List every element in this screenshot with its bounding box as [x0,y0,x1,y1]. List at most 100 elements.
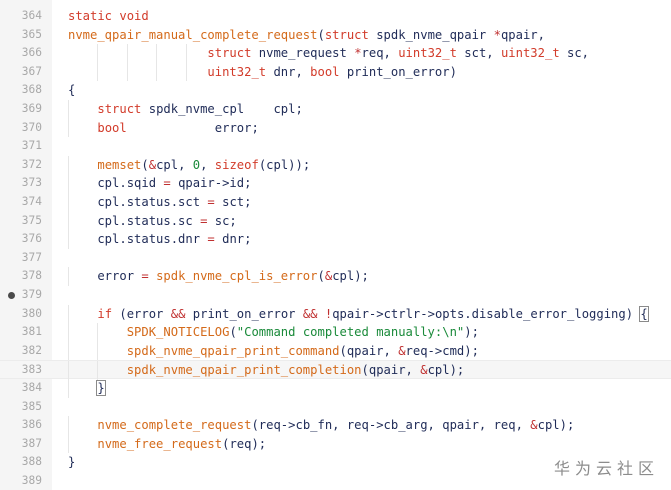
code-text[interactable]: } [68,379,106,398]
code-line[interactable]: 373 cpl.sqid = qpair->id; [0,174,671,193]
line-number[interactable]: 369 [21,102,42,115]
line-number[interactable]: 370 [21,120,42,134]
code-token: (cpl)); [258,157,311,172]
code-token: uint32_t [500,46,567,61]
code-line[interactable]: 368 { [0,81,671,100]
line-number[interactable]: 365 [21,27,42,41]
code-line[interactable]: 389 [0,472,671,490]
line-number[interactable]: 375 [21,213,42,227]
code-line[interactable]: 386 nvme_complete_request(req->cb_fn, re… [0,416,671,435]
code-text[interactable]: } [68,453,75,472]
code-text[interactable]: nvme_complete_request(req->cb_fn, req->c… [68,416,574,435]
line-number[interactable]: 372 [21,157,42,171]
code-text[interactable]: { [68,81,75,100]
code-token: memset [97,157,142,172]
code-token: && [170,306,186,321]
code-line[interactable]: 367 uint32_t dnr, bool print_on_error) [0,62,671,82]
indent-guide [68,100,69,119]
code-line[interactable]: 387 nvme_free_request(req); [0,434,671,454]
code-token: (qpair, [339,343,399,358]
code-token: sc; [207,213,237,228]
code-token: ( [141,157,149,172]
code-text[interactable]: uint32_t dnr, bool print_on_error) [68,63,456,82]
code-text[interactable]: memset(&cpl, 0, sizeof(cpl)); [68,156,310,175]
line-number[interactable]: 371 [21,139,42,153]
code-text[interactable]: spdk_nvme_qpair_print_command(qpair, &re… [68,342,479,361]
code-line[interactable]: 388} [0,453,671,472]
code-token: { [68,83,76,98]
indent-guide [97,341,99,361]
code-line[interactable]: 377 [0,249,671,268]
code-text[interactable]: cpl.status.sc = sc; [68,212,237,231]
line-number[interactable]: 384 [21,381,42,394]
line-number-gutter[interactable] [0,0,52,490]
code-line[interactable]: 383 spdk_nvme_qpair_print_completion(qpa… [0,360,671,380]
code-token: = [207,195,215,209]
line-number[interactable]: 387 [21,436,42,450]
line-number[interactable]: 381 [21,325,42,339]
code-token: cpl.status.sct [68,195,208,209]
line-number[interactable]: 389 [21,474,42,487]
code-text[interactable]: cpl.status.dnr = dnr; [68,230,251,249]
line-number[interactable]: 380 [21,306,42,320]
code-text[interactable]: cpl.status.sct = sct; [68,193,251,212]
code-token: cpl); [427,363,465,378]
line-number[interactable]: 378 [21,269,42,283]
code-text[interactable]: struct nvme_request *req, uint32_t sct, … [68,44,589,63]
code-token: & [398,343,406,358]
line-number[interactable]: 382 [21,343,42,357]
code-line[interactable]: 364 static void [0,7,671,26]
code-token: qpair->id; [170,176,252,191]
code-line[interactable]: 371 [0,137,671,156]
line-number[interactable]: 364 [21,9,42,22]
code-line[interactable]: 384 } [0,379,671,398]
line-number[interactable]: 385 [21,399,42,413]
code-line[interactable]: 376 cpl.status.dnr = dnr; [0,230,671,249]
code-line[interactable]: 378 error = spdk_nvme_cpl_is_error(&cpl)… [0,267,671,286]
code-token [68,158,97,172]
code-line[interactable]: 380 if (error && print_on_error && !qpai… [0,304,671,324]
line-number[interactable]: 374 [21,195,42,208]
code-line[interactable]: 374 cpl.status.sct = sct; [0,193,671,212]
line-number[interactable]: 373 [21,176,42,190]
code-text[interactable]: nvme_free_request(req); [68,435,266,454]
code-line[interactable]: 379 [0,286,671,305]
code-line[interactable]: 370 bool error; [0,118,671,138]
line-number[interactable]: 379 [21,288,42,301]
code-text[interactable]: static void [68,7,149,26]
line-number[interactable]: 383 [21,363,42,377]
code-token: ! [324,306,333,321]
breakpoint-icon[interactable] [8,292,15,299]
code-text[interactable]: cpl.sqid = qpair->id; [68,174,251,193]
line-number[interactable]: 368 [21,83,42,97]
code-line[interactable]: 382 spdk_nvme_qpair_print_command(qpair,… [0,341,671,361]
code-text[interactable]: SPDK_NOTICELOG("Command completed manual… [68,323,479,342]
code-line[interactable]: 369 struct spdk_nvme_cpl cpl; [0,100,671,119]
indent-guide [68,193,69,212]
code-line[interactable]: 366 struct nvme_request *req, uint32_t s… [0,44,671,63]
code-line[interactable]: 372 memset(&cpl, 0, sizeof(cpl)); [0,155,671,175]
line-number[interactable]: 377 [21,250,42,264]
line-number[interactable]: 367 [21,64,42,78]
line-number[interactable]: 376 [21,232,42,246]
code-text[interactable]: nvme_qpair_manual_complete_request(struc… [68,26,545,45]
code-text[interactable]: bool error; [68,119,258,138]
indent-guide [185,44,187,63]
code-text[interactable]: error = spdk_nvme_cpl_is_error(&cpl); [68,267,369,286]
code-text[interactable]: spdk_nvme_qpair_print_completion(qpair, … [68,361,465,380]
code-line[interactable]: 365 nvme_qpair_manual_complete_request(st… [0,26,671,45]
code-token: cpl.status.sc [68,213,201,228]
line-number[interactable]: 388 [21,455,42,469]
code-line[interactable]: 385 [0,398,671,417]
code-text[interactable]: if (error && print_on_error && !qpair->c… [68,305,649,324]
line-number[interactable]: 386 [21,418,42,432]
line-number[interactable]: 366 [21,46,42,60]
code-line[interactable]: 375 cpl.status.sc = sc; [0,211,671,231]
code-token: error [68,269,142,284]
code-token: cpl.sqid [68,176,164,191]
code-line[interactable]: 381 SPDK_NOTICELOG("Command completed ma… [0,323,671,342]
code-text[interactable]: struct spdk_nvme_cpl cpl; [68,100,302,119]
indent-guide [185,62,187,82]
code-token [68,65,207,79]
